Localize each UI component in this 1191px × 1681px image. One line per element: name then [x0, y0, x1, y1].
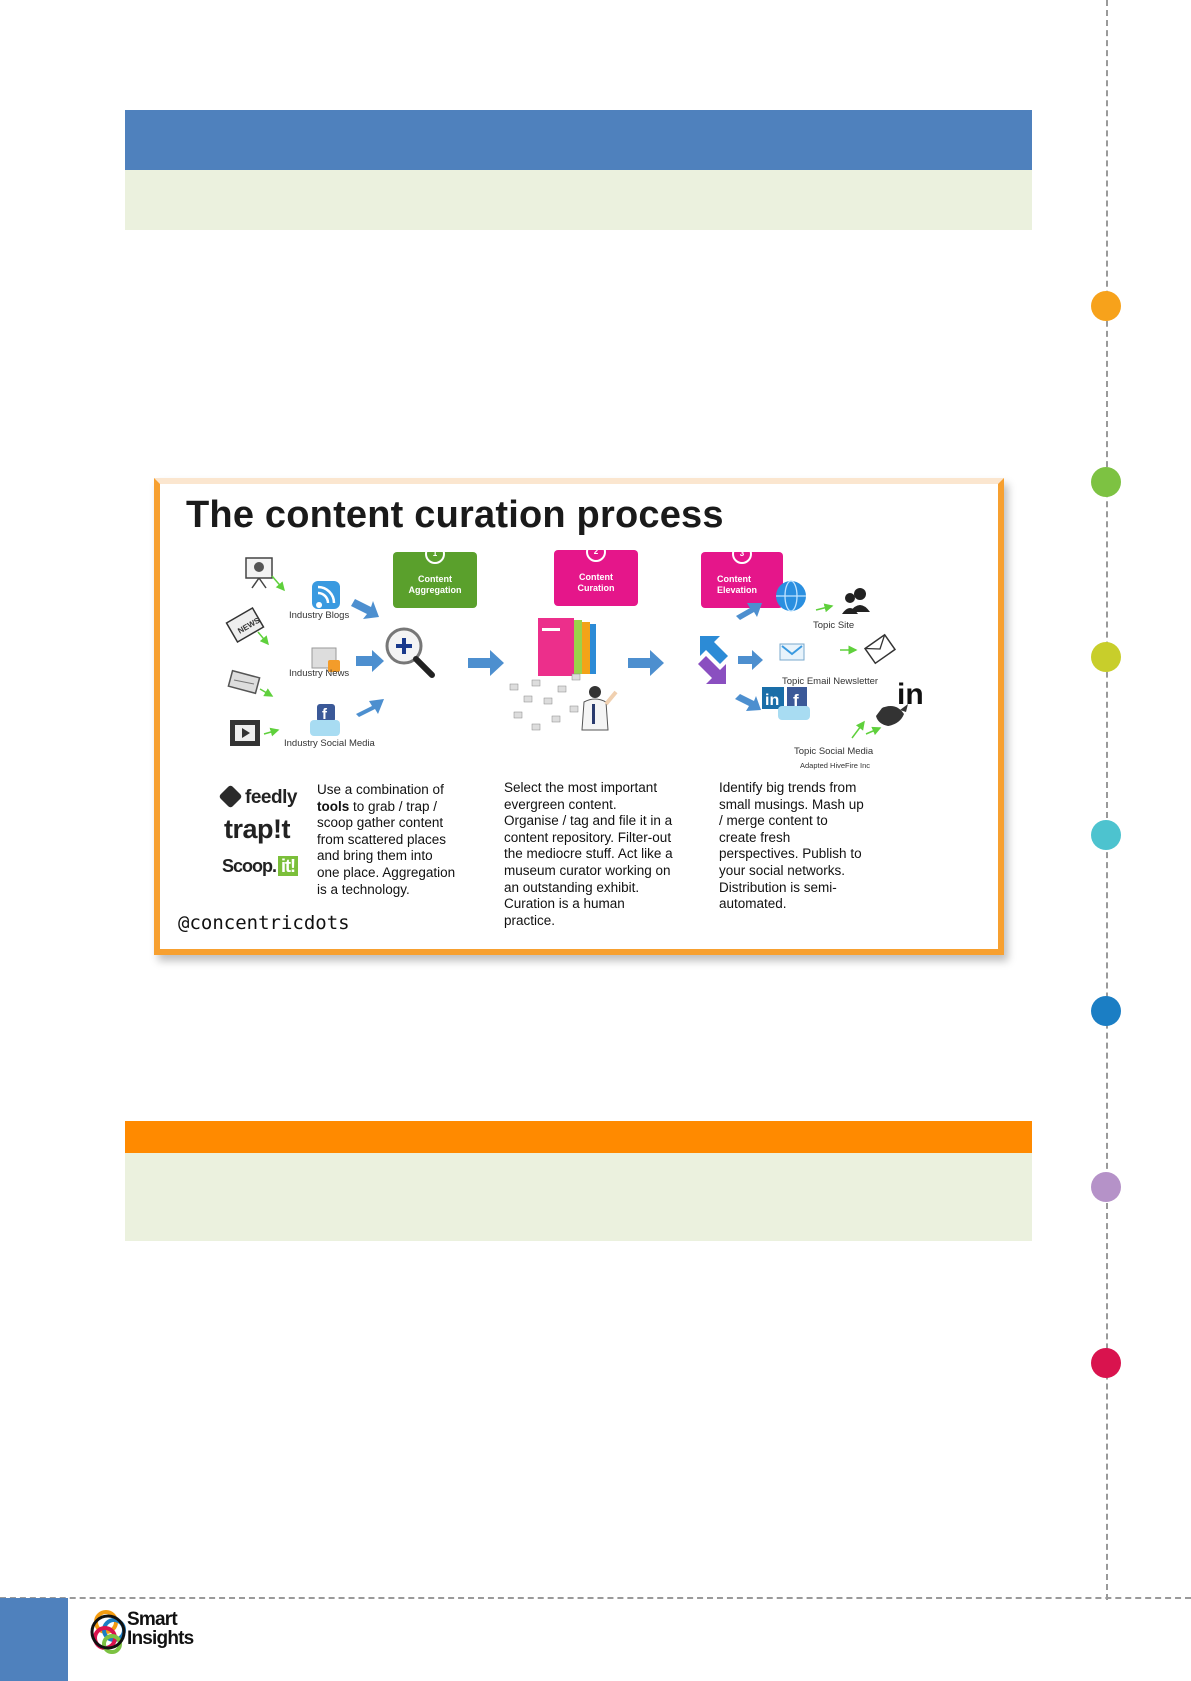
globe-icon	[776, 580, 806, 612]
svg-text:f: f	[322, 706, 328, 723]
logo-line-1: Smart	[127, 1609, 178, 1630]
facebook-icon: f	[317, 704, 335, 723]
video-film-icon	[230, 720, 260, 746]
step-number: 1	[425, 544, 445, 564]
logo-line-2: Insights	[127, 1628, 194, 1649]
label-topic-site: Topic Site	[813, 620, 855, 631]
timeline-dot-blue	[1091, 996, 1121, 1026]
news-rss-icon	[311, 647, 340, 672]
feedly-logo: feedly	[218, 784, 297, 809]
label-topic-email-newsletter: Topic Email Newsletter	[782, 676, 879, 687]
news-stamp-icon: NEWS	[225, 606, 265, 644]
label-industry-blogs: Industry Blogs	[289, 610, 350, 621]
twitter-icon	[310, 720, 340, 736]
scoopit-tag: it!	[278, 856, 299, 876]
timeline-dot-red	[1091, 1348, 1121, 1378]
section-subheader-band	[125, 170, 1032, 230]
scoopit-text: Scoop.	[222, 856, 277, 876]
smart-insights-logo-icon	[90, 1610, 126, 1654]
label-industry-news: Industry News	[289, 668, 350, 679]
rss-blog-icon	[312, 581, 340, 609]
email-newsletter-icon	[779, 643, 805, 661]
step-label: Content Aggregation	[408, 574, 462, 595]
linkedin-facebook-icon: in f	[762, 687, 810, 720]
svg-text:f: f	[793, 691, 799, 710]
timeline-dot-lime	[1091, 642, 1121, 672]
step-label: Content Elevation	[717, 574, 758, 595]
envelope-icon	[863, 633, 897, 665]
aggregation-text-intro: Use a combination of	[317, 782, 444, 797]
section-header-band	[125, 110, 1032, 170]
timeline-dot-purple	[1091, 1172, 1121, 1202]
trapit-logo: trap!t	[224, 814, 291, 844]
step-content-elevation: 3 Content Elevation	[701, 544, 783, 608]
step-label: Content Curation	[577, 572, 615, 593]
expand-arrows-icon	[698, 636, 728, 684]
timeline-line	[1106, 0, 1108, 1600]
feedly-text: feedly	[245, 787, 297, 808]
curator-person-icon	[509, 673, 618, 731]
infographic-graphics: NEWS f	[225, 557, 908, 746]
step-content-aggregation: 1 Content Aggregation	[393, 544, 477, 608]
label-industry-social-media: Industry Social Media	[284, 738, 375, 749]
timeline-dot-cyan	[1091, 820, 1121, 850]
scoopit-logo: Scoop.it!	[222, 856, 299, 877]
linkedin-logo: in	[897, 678, 924, 711]
label-credit: Adapted HiveFire Inc	[800, 761, 871, 770]
twitter-handle: @concentricdots	[178, 912, 350, 934]
people-icon	[842, 588, 870, 614]
elevation-description: Identify big trends from small musings. …	[719, 780, 864, 912]
presentation-icon	[245, 557, 273, 589]
magnifier-plus-icon	[385, 627, 435, 678]
newspaper-icon	[227, 669, 261, 695]
timeline-dot-green	[1091, 467, 1121, 497]
footer-color-block	[0, 1598, 68, 1681]
label-topic-social-media: Topic Social Media	[794, 746, 874, 757]
twitter-bird-icon	[876, 704, 908, 726]
curation-description: Select the most important evergreen cont…	[504, 780, 673, 928]
step-number: 2	[586, 542, 606, 562]
infographic-title: The content curation process	[186, 494, 724, 536]
step-content-curation: 2 Content Curation	[554, 542, 638, 606]
aggregation-description: Use a combination of tools to grab / tra…	[317, 782, 457, 898]
svg-text:in: in	[765, 692, 779, 709]
timeline-dot-orange	[1091, 291, 1121, 321]
step-number: 3	[732, 544, 752, 564]
section-subheader-band-2	[125, 1153, 1032, 1241]
aggregation-text-bold: tools	[317, 798, 350, 814]
content-curation-infographic: The content curation process 1 Content A…	[154, 478, 1004, 955]
footer-divider	[0, 1597, 1191, 1599]
smart-insights-logo-text: Smart Insights	[127, 1609, 194, 1649]
aggregation-text-rest: to grab / trap / scoop gather content fr…	[317, 798, 456, 897]
folders-icon	[538, 618, 596, 676]
section-header-band-orange	[125, 1121, 1032, 1153]
